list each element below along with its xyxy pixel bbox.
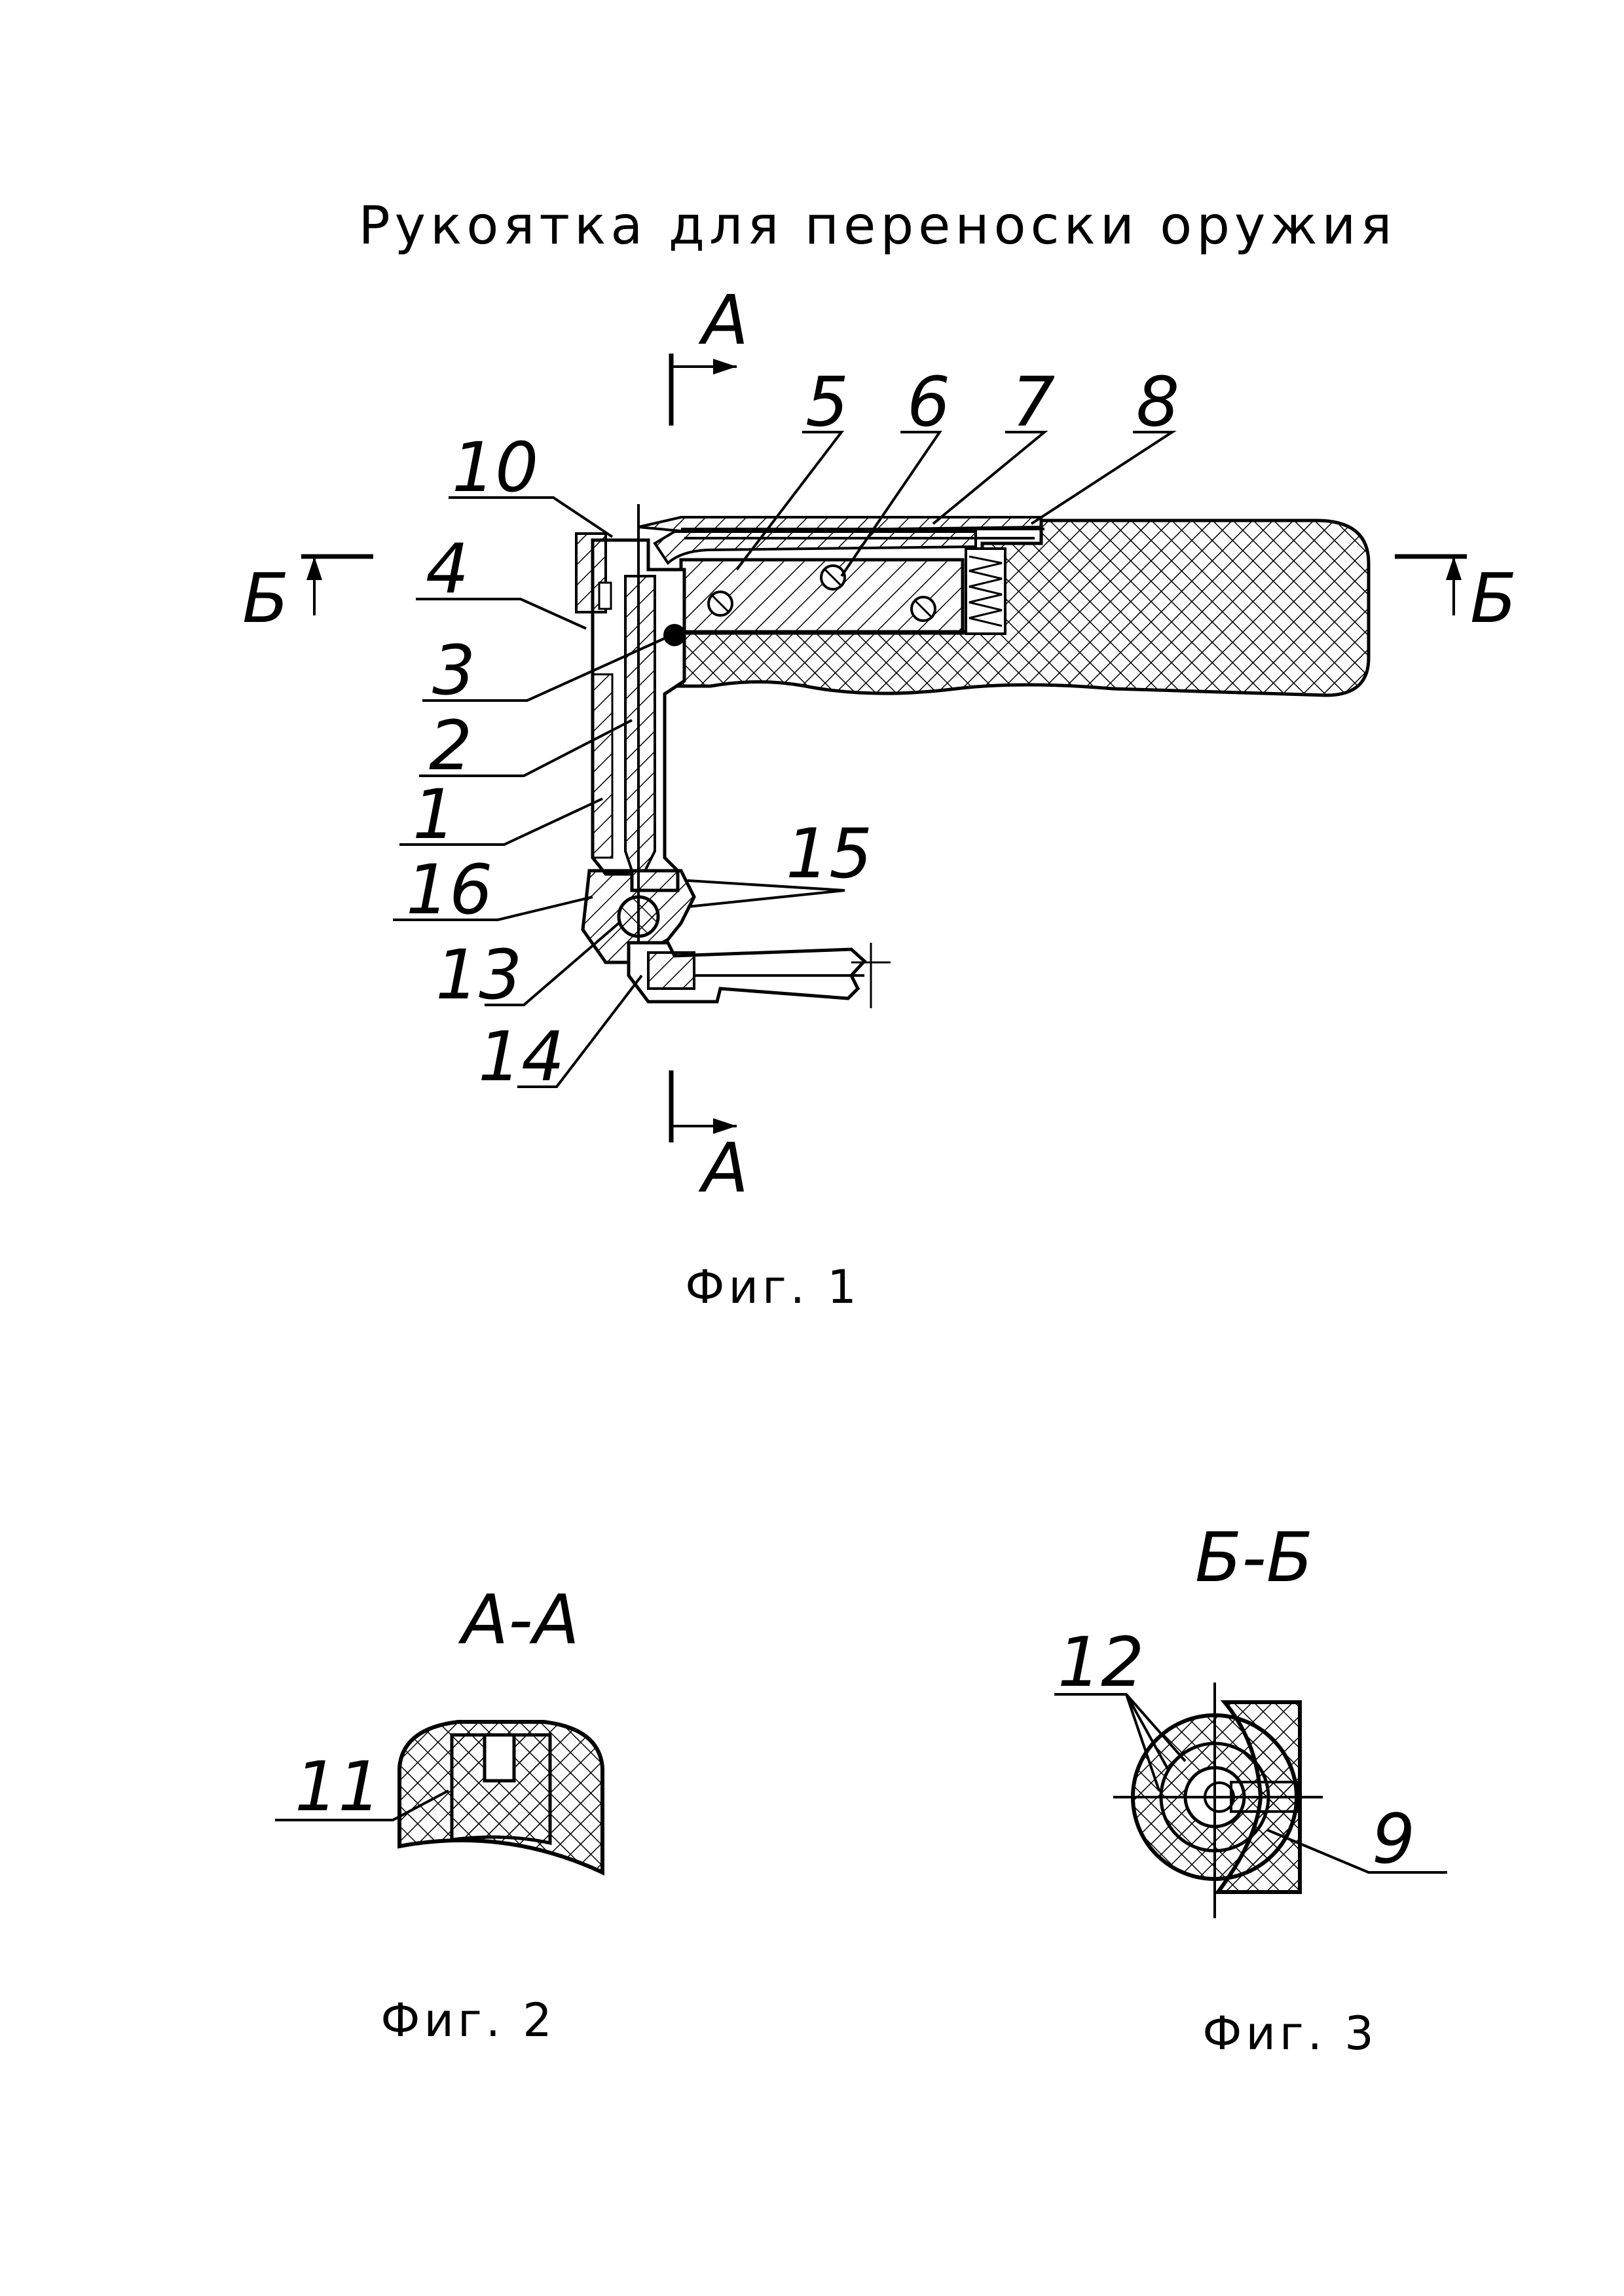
section-a-cut-top: А <box>669 280 748 426</box>
callout-3: 3 <box>432 630 475 710</box>
callout-10: 10 <box>452 428 538 507</box>
detent-ball <box>663 624 686 646</box>
callout-13: 13 <box>435 935 522 1015</box>
figure-3: Б-Б 12 9 Фиг. 3 <box>1054 1518 1447 2060</box>
figure-1-caption: Фиг. 1 <box>685 1260 860 1314</box>
post-inner-rod <box>624 575 656 872</box>
callout-15: 15 <box>786 814 872 894</box>
spring <box>965 547 1006 635</box>
callout-11: 11 <box>295 1747 381 1827</box>
section-b-letter-right: Б <box>1470 558 1517 638</box>
figure-2-caption: Фиг. 2 <box>380 1994 556 2047</box>
section-a-slot <box>483 1733 516 1783</box>
section-b-letter-left: Б <box>242 558 289 638</box>
latch-lever <box>653 530 977 566</box>
latch-catch <box>575 532 607 613</box>
figure-2-section-label: А-А <box>458 1580 580 1660</box>
figure-2: А-А 11 Фиг. 2 <box>275 1580 604 2047</box>
section-a-letter-bottom: А <box>698 1128 748 1208</box>
callout-4: 4 <box>426 529 469 609</box>
callout-5: 5 <box>805 362 849 442</box>
grip-body <box>676 519 1371 697</box>
callout-1: 1 <box>413 774 456 854</box>
post-outer-wall <box>591 673 614 859</box>
callout-6: 6 <box>907 362 950 442</box>
leader-12 <box>1054 1693 1187 1791</box>
figure-3-caption: Фиг. 3 <box>1202 2007 1378 2060</box>
drawing-title: Рукоятка для переноски оружия <box>358 195 1396 256</box>
callout-16: 16 <box>406 850 492 930</box>
callout-7: 7 <box>1012 362 1055 442</box>
screw-heads <box>707 564 936 622</box>
callout-14: 14 <box>478 1017 564 1097</box>
callout-9: 9 <box>1372 1799 1415 1879</box>
section-b-cut-left: Б <box>242 554 373 638</box>
figure-1: А А Б Б <box>242 280 1517 1314</box>
leader-11 <box>275 1789 449 1821</box>
mount-screw <box>647 951 695 990</box>
figure-3-section-label: Б-Б <box>1195 1518 1313 1597</box>
section-a-cut-bottom: А <box>669 1070 748 1208</box>
pivot-pin <box>617 895 660 938</box>
callout-12: 12 <box>1058 1622 1144 1702</box>
section-b-cut-right: Б <box>1395 554 1517 638</box>
leader-9 <box>1266 1829 1447 1874</box>
callout-8: 8 <box>1136 362 1179 442</box>
callout-2: 2 <box>429 706 472 786</box>
section-a-letter-top: А <box>698 280 748 360</box>
leader-lines <box>393 431 1177 1088</box>
